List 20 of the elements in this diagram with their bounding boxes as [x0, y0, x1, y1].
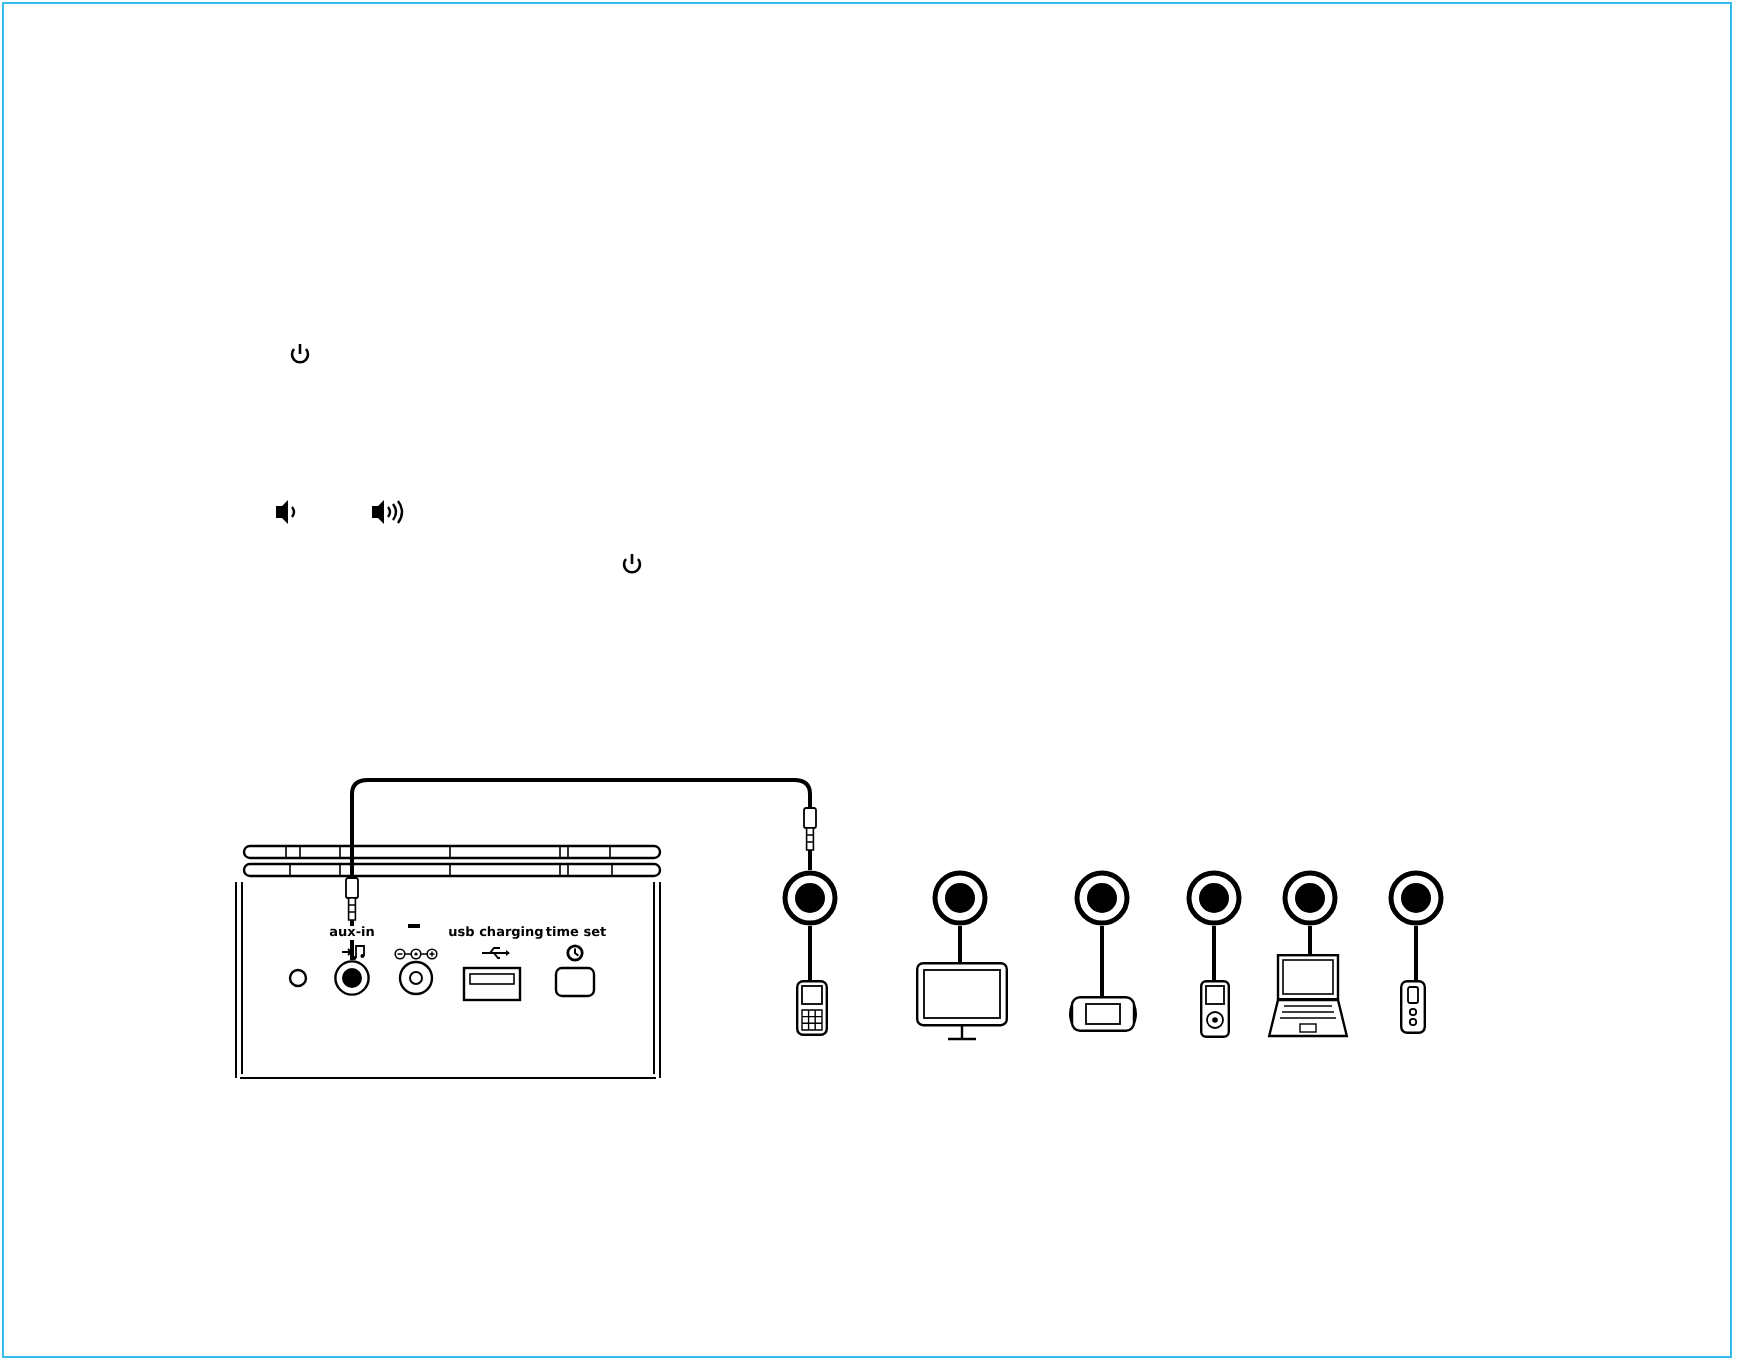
jack-socket-icon: [1282, 870, 1338, 926]
handheld-console-icon: [1068, 996, 1138, 1032]
jack-socket-icon: [782, 870, 838, 926]
jack-socket-icon: [1186, 870, 1242, 926]
monitor-icon: [916, 962, 1008, 1042]
jack-socket-icon: [1074, 870, 1130, 926]
connector-line: [808, 926, 812, 980]
connector-line: [1100, 926, 1104, 996]
portable-player-icon: [1400, 980, 1426, 1034]
media-player-icon: [1200, 980, 1230, 1038]
connector-line: [958, 926, 962, 962]
audio-cable: [345, 778, 817, 960]
jack-socket-icon: [932, 870, 988, 926]
connector-line: [1414, 926, 1418, 980]
jack-socket-icon: [1388, 870, 1444, 926]
laptop-icon: [1268, 954, 1348, 1038]
aux-jack: [334, 960, 370, 996]
connector-line: [1212, 926, 1216, 980]
phone-icon: [796, 980, 828, 1036]
connector-line: [1308, 926, 1312, 954]
